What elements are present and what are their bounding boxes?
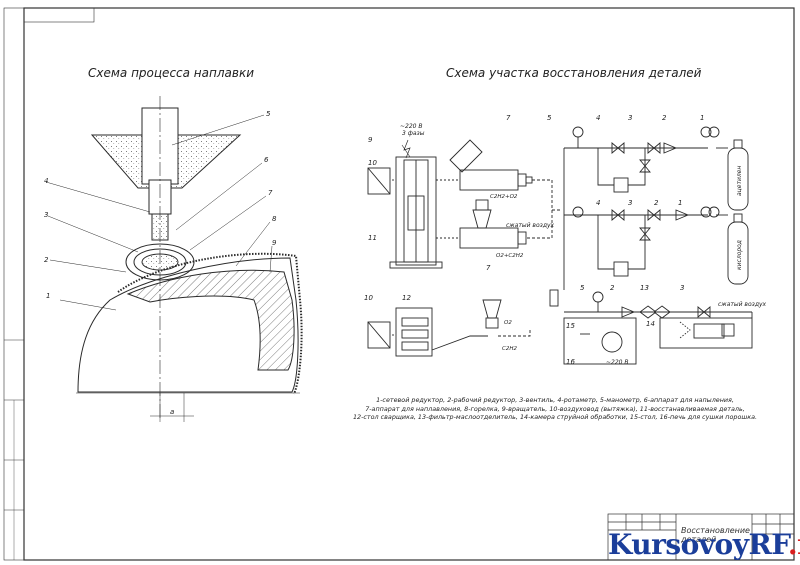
- repair-section-diagram: [367, 126, 753, 365]
- callout-5: 5: [266, 110, 271, 118]
- phases-label: 3 фазы: [402, 130, 425, 137]
- callout-r13: 13: [640, 284, 649, 292]
- legend-line-1: 1-сетевой редуктор, 2-рабочий редуктор, …: [376, 396, 734, 404]
- callout-r2c: 2: [610, 284, 615, 292]
- compressed-air-label-1: сжатый воздух: [506, 222, 555, 229]
- callout-4: 4: [44, 177, 48, 185]
- gas-label-2: O2+C2H2: [496, 253, 524, 259]
- cladding-layer: [126, 269, 295, 371]
- compressed-air-label-2: сжатый воздух: [718, 301, 767, 308]
- legend-line-3: 12-стол сварщика, 13-фильтр-маслоотделит…: [352, 413, 758, 422]
- gas-label-3: O2: [504, 320, 512, 326]
- callout-r15: 15: [566, 322, 575, 330]
- gas-label-1: C2H2+O2: [490, 194, 518, 200]
- callout-r3a: 3: [628, 114, 632, 122]
- watermark-suffix: .ru: [787, 528, 800, 561]
- callout-r4b: 4: [596, 199, 600, 207]
- callout-r14: 14: [646, 320, 655, 328]
- callout-r2b: 2: [654, 199, 659, 207]
- legend: 1-сетевой редуктор, 2-рабочий редуктор, …: [320, 396, 790, 422]
- left-diagram-title: Схема процесса наплавки: [88, 66, 254, 80]
- left-callouts: 1 2 3 4 5 6 7 8 9 a: [44, 110, 277, 416]
- callout-r4a: 4: [596, 114, 600, 122]
- callout-r10: 10: [368, 159, 377, 167]
- callout-r3b: 3: [628, 199, 632, 207]
- gas-label-4: C2H2: [502, 346, 517, 352]
- callout-r2a: 2: [662, 114, 667, 122]
- callout-6: 6: [264, 156, 269, 164]
- callout-7: 7: [268, 189, 273, 197]
- callout-r7a: 7: [506, 114, 511, 122]
- legend-line-2: 7-аппарат для наплавления, 8-горелка, 9-…: [365, 404, 745, 413]
- oxygen-label: кислород: [736, 240, 743, 270]
- right-diagram-title: Схема участка восстановления деталей: [446, 66, 702, 80]
- callout-2: 2: [44, 256, 49, 264]
- callout-r5a: 5: [547, 114, 552, 122]
- callout-r9: 9: [368, 136, 373, 144]
- callout-r11: 11: [368, 234, 377, 242]
- callout-9: 9: [272, 239, 277, 247]
- power-label: ~220 В: [400, 123, 423, 130]
- callout-r12: 12: [402, 294, 411, 302]
- callout-r16: 16: [566, 358, 575, 366]
- right-callouts: 9 10 11 7 7 5 4 3 2 1 4 3 2 1 10 12 5 2 …: [364, 114, 767, 366]
- dim-label: a: [170, 408, 174, 416]
- acetylene-label: ацетилен: [736, 166, 743, 196]
- callout-r10b: 10: [364, 294, 373, 302]
- title-block-doc-title: Восстановление деталей: [681, 526, 750, 544]
- watermark: KursovoyRF.ru: [608, 528, 800, 561]
- callout-r3c: 3: [680, 284, 684, 292]
- callout-r1b: 1: [678, 199, 682, 207]
- watermark-main: KursovoyRF: [608, 528, 788, 561]
- callout-3: 3: [44, 211, 48, 219]
- cladding-process-diagram: [45, 96, 303, 422]
- power-16-label: ~220 В: [606, 359, 629, 366]
- callout-1: 1: [46, 292, 50, 300]
- callout-8: 8: [272, 215, 277, 223]
- callout-r7b: 7: [486, 264, 491, 272]
- title-block: [607, 513, 795, 561]
- callout-r1a: 1: [700, 114, 704, 122]
- callout-r5b: 5: [580, 284, 585, 292]
- sheet-frame: [3, 7, 795, 561]
